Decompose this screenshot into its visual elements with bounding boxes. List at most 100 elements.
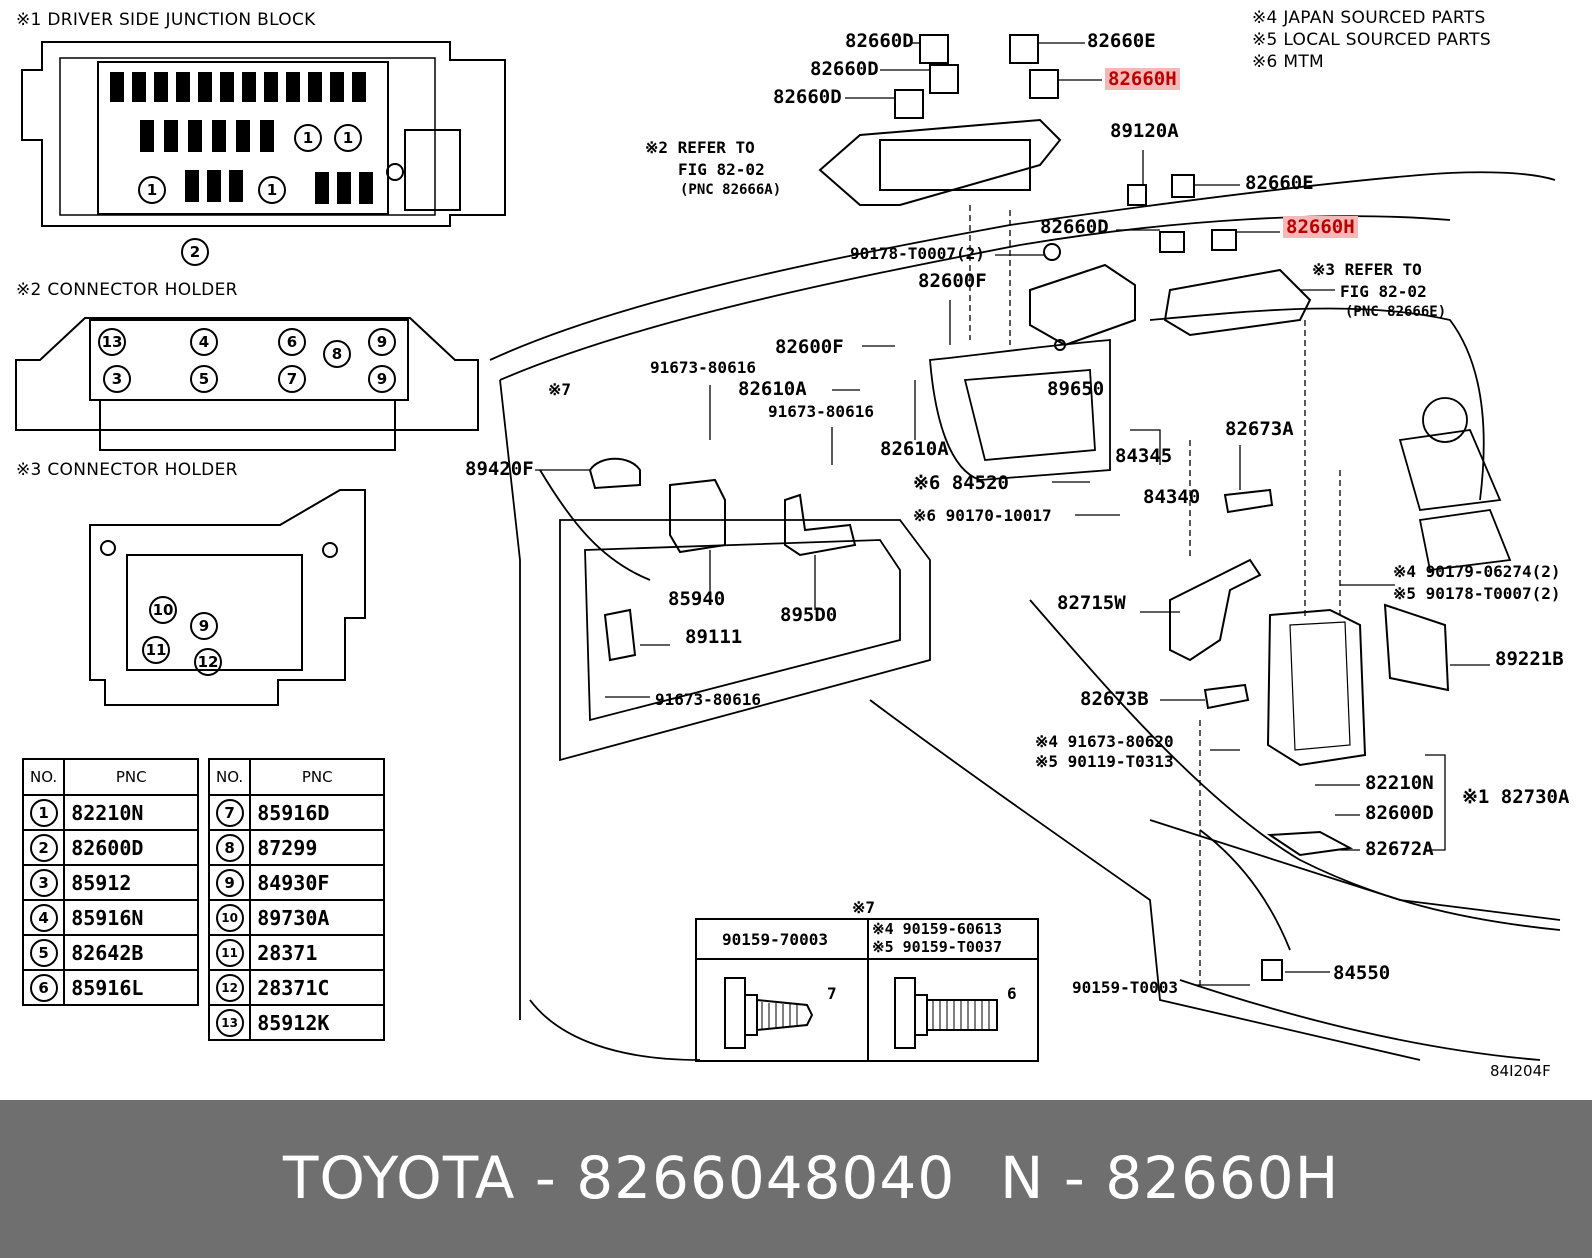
label-82610A[interactable]: 82610A [738, 378, 807, 400]
part-84550 [1261, 959, 1283, 981]
label-82660D[interactable]: 82660D [1040, 216, 1109, 238]
holder3-marker: 10 [149, 596, 177, 624]
holder2-marker: 5 [190, 365, 218, 393]
label-82600D[interactable]: 82600D [1365, 802, 1434, 824]
label-82673A[interactable]: 82673A [1225, 418, 1294, 440]
junction-fuses [110, 72, 385, 102]
holder2-marker: 9 [368, 328, 396, 356]
junction-relay-1c: 1 [138, 176, 166, 204]
label-85940[interactable]: 85940 [668, 588, 726, 610]
junction-fuses-row3 [185, 170, 243, 202]
label-91673-80620[interactable]: ※4 91673-80620 [1035, 732, 1174, 751]
label-82610A[interactable]: 82610A [880, 438, 949, 460]
label-90178-T0007[interactable]: 90178-T0007(2) [850, 244, 985, 263]
refer-note-2-fig: FIG 82-02 [678, 160, 765, 179]
label-84550[interactable]: 84550 [1333, 962, 1391, 984]
part-82673A [1223, 488, 1274, 514]
refer-note-3-pnc: (PNC 82666E) [1345, 304, 1447, 320]
label-82660H-highlighted[interactable]: 82660H [1283, 216, 1358, 238]
bolt-right-part-5: ※5 90159-T0037 [872, 938, 1002, 956]
dashed-lines [969, 205, 1341, 985]
label-82660E[interactable]: 82660E [1245, 172, 1314, 194]
label-84345[interactable]: 84345 [1115, 445, 1173, 467]
label-note-7: ※7 [548, 380, 572, 399]
label-84340[interactable]: 84340 [1143, 486, 1201, 508]
ecu-89650 [1029, 243, 1136, 351]
holder2-drawing [15, 317, 479, 451]
bolt-box-title: ※7 [852, 898, 876, 917]
junction-block-title: ※1 DRIVER SIDE JUNCTION BLOCK [16, 10, 316, 30]
holder3-drawing [89, 489, 366, 706]
label-89650[interactable]: 89650 [1047, 378, 1105, 400]
refer-note-2: ※2 REFER TO [645, 138, 755, 157]
junction-relay-1d: 1 [258, 176, 286, 204]
junction-fuse-2: 2 [181, 238, 209, 266]
label-82660D[interactable]: 82660D [810, 58, 879, 80]
label-82715W[interactable]: 82715W [1057, 592, 1126, 614]
label-90179-06274[interactable]: ※4 90179-06274(2) [1393, 562, 1561, 581]
label-91673-80616[interactable]: 91673-80616 [655, 690, 761, 709]
note-japan-sourced: ※4 JAPAN SOURCED PARTS [1252, 8, 1486, 28]
bolt-left-part: 90159-70003 [722, 930, 828, 949]
label-82672A[interactable]: 82672A [1365, 838, 1434, 860]
illustration-code: 84I204F [1490, 1062, 1551, 1080]
label-82660E[interactable]: 82660E [1087, 30, 1156, 52]
col-pnc: PNC [249, 758, 386, 796]
note-local-sourced: ※5 LOCAL SOURCED PARTS [1252, 30, 1491, 50]
label-90159-T0003[interactable]: 90159-T0003 [1072, 978, 1178, 997]
junction-fuses-row2 [140, 120, 274, 152]
label-82210N[interactable]: 82210N [1365, 772, 1434, 794]
junction-82730A [1266, 608, 1367, 767]
part-82673B [1203, 683, 1250, 710]
holder3-title: ※3 CONNECTOR HOLDER [16, 460, 238, 480]
footer-brand-part: TOYOTA - 8266048040 [283, 1144, 956, 1212]
bracket-82715W [1169, 558, 1262, 662]
col-no: NO. [207, 758, 252, 796]
label-82660H-highlighted[interactable]: 82660H [1105, 68, 1180, 90]
bolt-left-dim: 7 [827, 984, 837, 1003]
bolt-drawings [724, 977, 998, 1049]
label-82600F[interactable]: 82600F [775, 336, 844, 358]
part-89111 [603, 608, 637, 662]
refer-note-3-fig: FIG 82-02 [1340, 282, 1427, 301]
label-89120A[interactable]: 89120A [1110, 120, 1179, 142]
note-mtm: ※6 MTM [1252, 52, 1324, 72]
holder2-marker: 13 [98, 328, 126, 356]
footer-bar: TOYOTA - 8266048040 N - 82660H [0, 1100, 1592, 1258]
refer-note-3: ※3 REFER TO [1312, 260, 1422, 279]
label-89111[interactable]: 89111 [685, 626, 743, 648]
label-82730A[interactable]: ※1 82730A [1462, 786, 1570, 808]
label-90170-10017[interactable]: ※6 90170-10017 [913, 506, 1052, 525]
label-82660D[interactable]: 82660D [845, 30, 914, 52]
junction-fuses-row4 [315, 172, 373, 204]
label-91673-80616[interactable]: 91673-80616 [768, 402, 874, 421]
label-89221B[interactable]: 89221B [1495, 648, 1564, 670]
bolt-right-dim: 6 [1007, 984, 1017, 1003]
part-89221B [1383, 603, 1450, 692]
holder2-marker: 4 [190, 328, 218, 356]
holder3-marker: 11 [142, 636, 170, 664]
label-90119-T0313[interactable]: ※5 90119-T0313 [1035, 752, 1174, 771]
label-895D0[interactable]: 895D0 [780, 604, 838, 626]
label-91673-80616[interactable]: 91673-80616 [650, 358, 756, 377]
label-82660D[interactable]: 82660D [773, 86, 842, 108]
label-89420F[interactable]: 89420F [465, 458, 534, 480]
label-84520[interactable]: ※6 84520 [913, 472, 1009, 494]
label-82673B[interactable]: 82673B [1080, 688, 1149, 710]
holder2-marker: 8 [323, 340, 351, 368]
bolt-right-part-4: ※4 90159-60613 [872, 920, 1002, 938]
label-90178-T0007[interactable]: ※5 90178-T0007(2) [1393, 584, 1561, 603]
label-82600F[interactable]: 82600F [918, 270, 987, 292]
